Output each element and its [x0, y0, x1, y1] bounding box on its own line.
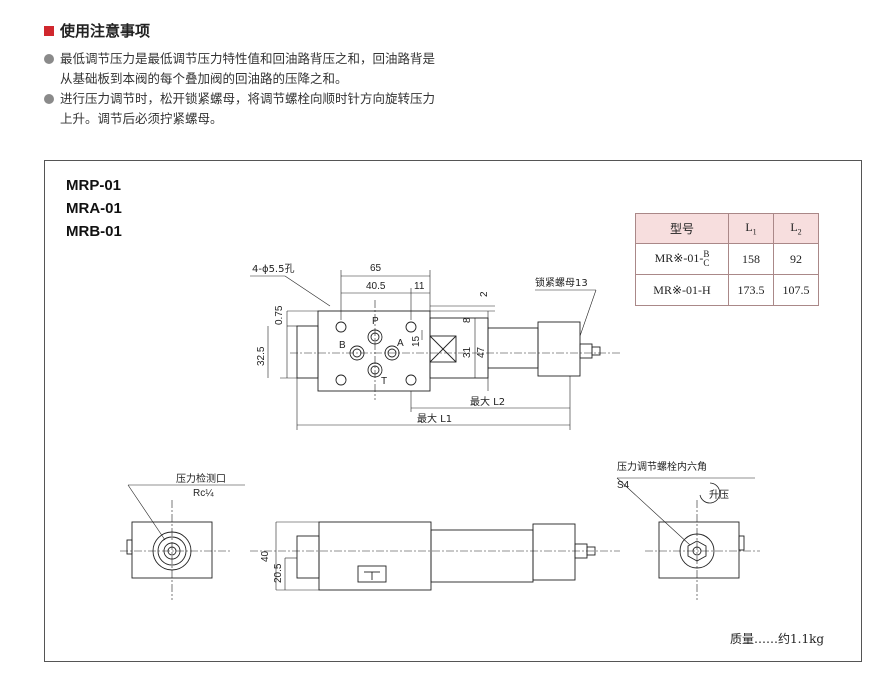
suffix-top: B	[703, 249, 710, 259]
note-line: 最低调节压力是最低调节压力特性值和回油路背压之和，回油路背是	[60, 51, 436, 66]
note-item: 最低调节压力是最低调节压力特性值和回油路背压之和，回油路背是 从基础板到本阀的每…	[44, 49, 524, 89]
left-end-view	[126, 484, 245, 579]
port-b: B	[339, 340, 346, 351]
red-square-icon	[44, 25, 54, 36]
note-line: 进行压力调节时，松开锁紧螺母，将调节螺栓向顺时针方向旋转压力	[60, 91, 436, 106]
left-boss	[296, 325, 319, 379]
side-view	[275, 521, 596, 591]
cell-l1: 173.5	[728, 274, 774, 306]
model-code: MR※-01-	[654, 250, 704, 265]
note-line: 从基础板到本阀的每个叠加阀的回油路的压降之和。	[60, 71, 348, 86]
model-label: MRB-01	[66, 223, 122, 240]
symbol-box	[429, 335, 457, 363]
dim-32-5: 32.5	[256, 346, 267, 366]
gauge-thread-label: Rc¼	[193, 487, 214, 499]
model-label: MRA-01	[66, 200, 122, 217]
lock-nut	[579, 343, 593, 359]
dim-40-5: 40.5	[366, 281, 386, 292]
dim-15: 15	[411, 335, 422, 347]
dim-40: 40	[260, 550, 271, 562]
note-item: 进行压力调节时，松开锁紧螺母，将调节螺栓向顺时针方向旋转压力 上升。调节后必须拧…	[44, 89, 524, 129]
section-header: 使用注意事项	[44, 20, 150, 41]
dim-8: 8	[462, 317, 473, 323]
holes-label: 4-ϕ5.5孔	[252, 263, 294, 275]
bullet-icon	[44, 54, 54, 64]
mass-label: 质量……约1.1kg	[730, 632, 825, 646]
drawing-panel	[44, 160, 862, 662]
top-view	[296, 310, 601, 392]
note-line: 上升。调节后必须拧紧螺母。	[60, 111, 223, 126]
table-row: MR※-01-H 173.5 107.5	[635, 274, 819, 306]
max-l1-label: 最大 L1	[417, 412, 452, 425]
dimension-lines	[250, 270, 597, 430]
cell-l2: 107.5	[773, 274, 819, 306]
dim-0-75: 0.75	[274, 305, 285, 325]
suffix-bottom: C	[703, 258, 710, 268]
max-l2-label: 最大 L2	[470, 395, 505, 408]
dim-47: 47	[476, 346, 487, 358]
gauge-port-label: 压力检测口	[176, 472, 226, 485]
port-p: P	[372, 316, 379, 327]
port-t: T	[381, 376, 387, 387]
bullet-icon	[44, 94, 54, 104]
dim-2: 2	[479, 291, 490, 297]
cell-l2: 92	[773, 243, 819, 275]
right-end-view	[616, 477, 755, 579]
dim-11: 11	[414, 281, 425, 292]
dim-31: 31	[462, 346, 473, 358]
model-label: MRP-01	[66, 177, 122, 194]
adjust-housing	[537, 321, 581, 377]
centerlines	[120, 300, 760, 600]
port-a: A	[397, 338, 404, 349]
rise-label: 升压	[709, 489, 729, 501]
s4-label: S4	[617, 480, 630, 491]
notes-list: 最低调节压力是最低调节压力特性值和回油路背压之和，回油路背是 从基础板到本阀的每…	[44, 49, 524, 129]
cell-model: MR※-01-H	[635, 274, 729, 306]
lock-nut-label: 锁紧螺母13	[535, 276, 588, 289]
dim-20-5: 20.5	[273, 563, 284, 583]
adjust-bolt-label: 压力调节螺栓内六角	[617, 460, 707, 473]
col-header-l1: L1	[728, 213, 774, 244]
col-header-model: 型号	[635, 213, 729, 244]
col-header-l2: L2	[773, 213, 819, 244]
dim-65: 65	[370, 263, 382, 274]
section-title: 使用注意事项	[60, 22, 151, 40]
